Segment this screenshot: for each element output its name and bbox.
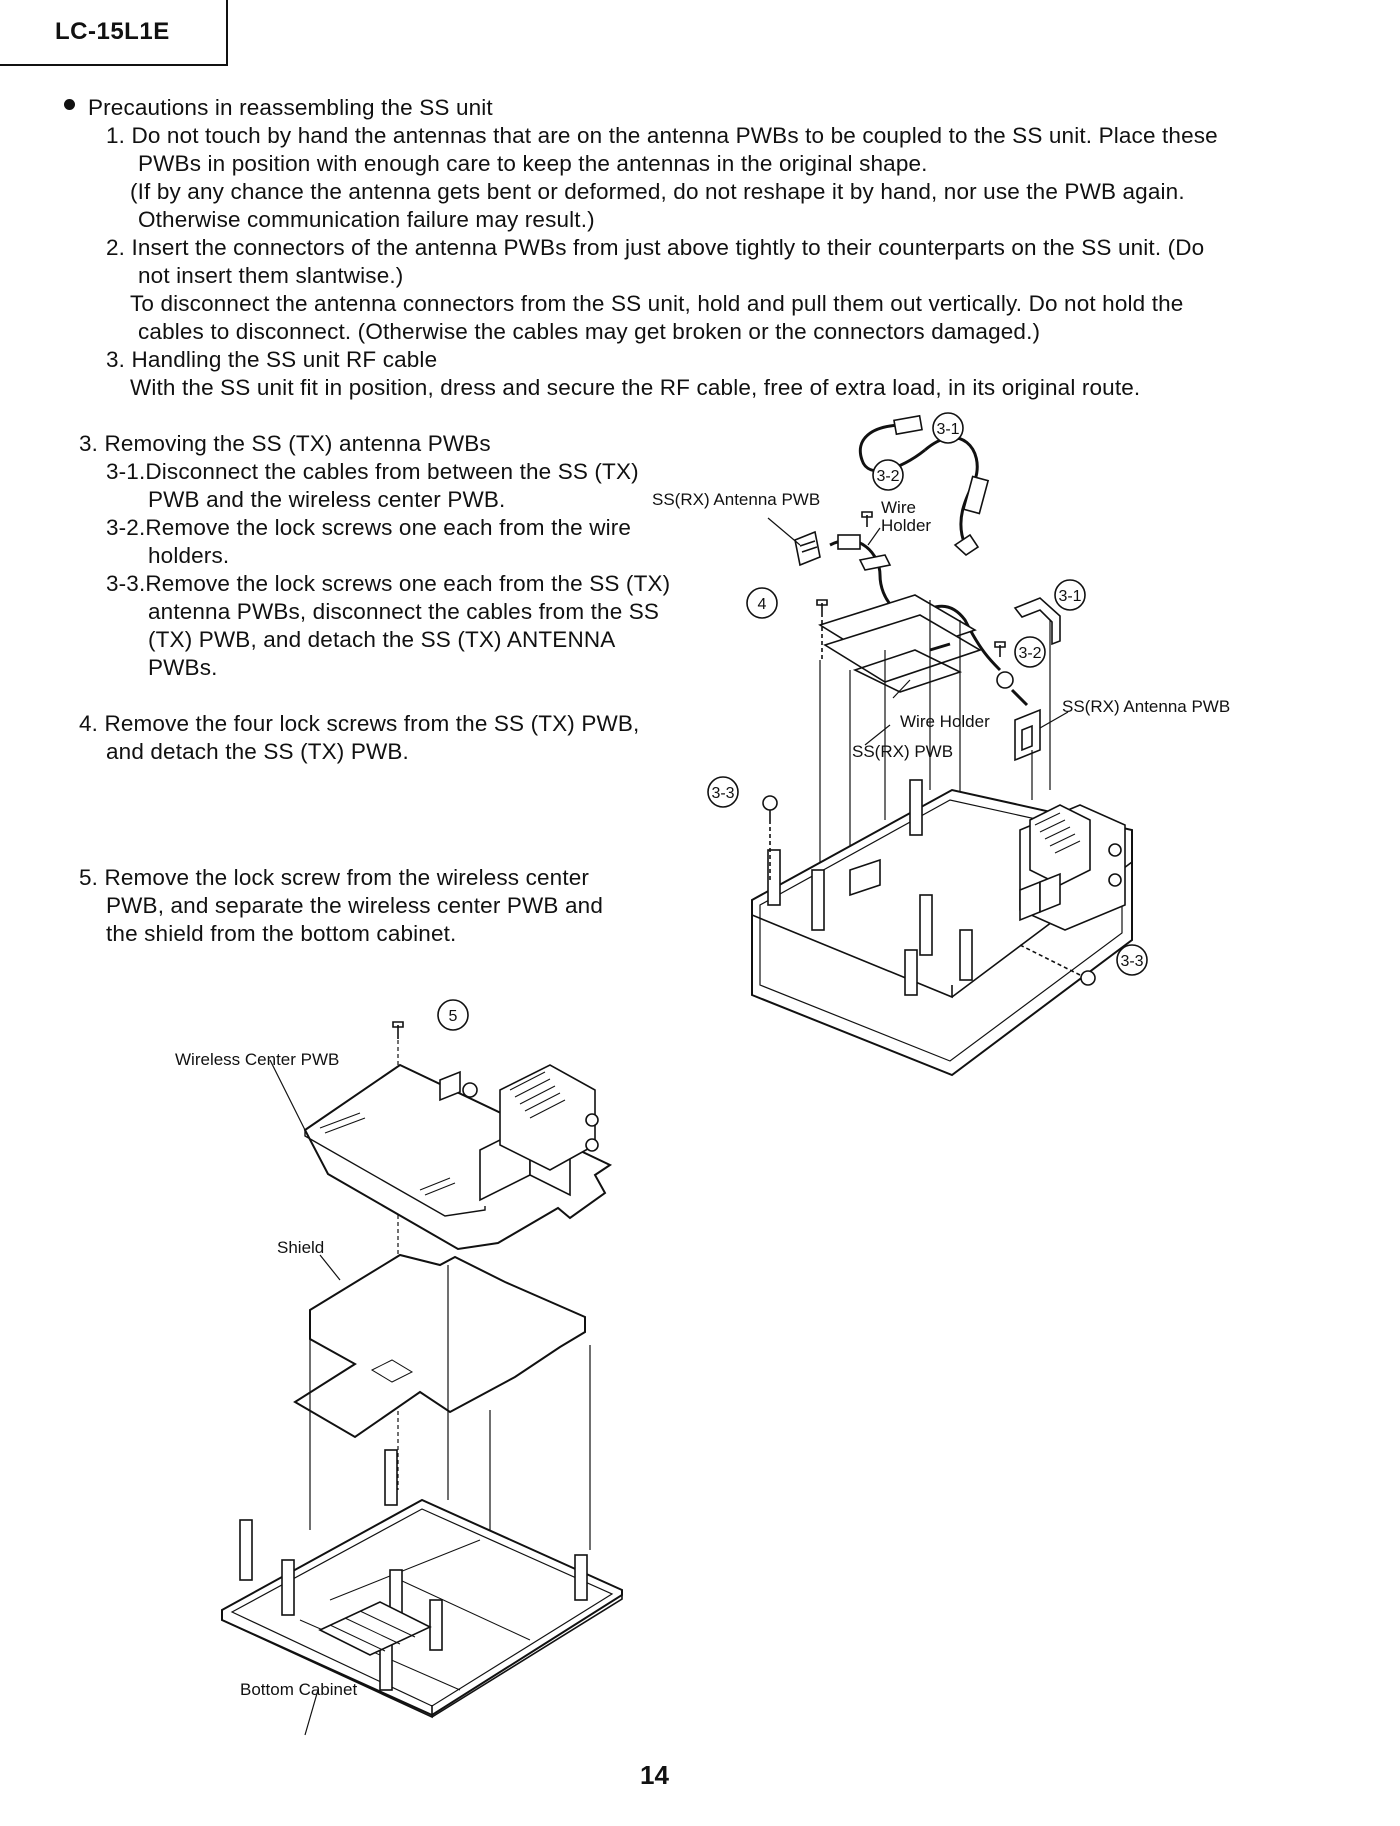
callout-3-2: 3-2 <box>876 468 899 485</box>
label-bottom-cabinet: Bottom Cabinet <box>240 1680 358 1699</box>
step-3-title: 3. Removing the SS (TX) antenna PWBs <box>79 431 491 456</box>
label-shield: Shield <box>277 1238 325 1257</box>
model-tag: LC-15L1E <box>0 0 228 66</box>
precaution-line: With the SS unit fit in position, dress … <box>130 375 1141 400</box>
callout-4: 4 <box>758 596 767 613</box>
label-wireless-center-pwb: Wireless Center PWB <box>175 1050 340 1069</box>
step-3-2-cont: holders. <box>148 543 230 568</box>
callout-3-1: 3-1 <box>936 421 959 438</box>
label-ss-rx-antenna-pwb: SS(RX) Antenna PWB <box>1062 697 1231 716</box>
precautions-title: Precautions in reassembling the SS unit <box>88 95 493 120</box>
label-ss-rx-antenna-pwb: SS(RX) Antenna PWB <box>652 490 821 509</box>
page-number: 14 <box>640 1760 669 1790</box>
callout-3-1: 3-1 <box>1058 588 1081 605</box>
precaution-line: 3. Handling the SS unit RF cable <box>106 347 438 372</box>
step-4: 4. Remove the four lock screws from the … <box>79 711 640 736</box>
precaution-line: To disconnect the antenna connectors fro… <box>130 291 1184 316</box>
precaution-line: not insert them slantwise.) <box>138 263 404 288</box>
step-3-1: 3-1.Disconnect the cables from between t… <box>106 459 639 484</box>
label-ss-rx-pwb: SS(RX) PWB <box>852 742 954 761</box>
step-3-3-cont: (TX) PWB, and detach the SS (TX) ANTENNA <box>148 627 616 652</box>
callout-3-3: 3-3 <box>711 785 734 802</box>
step-3-2: 3-2.Remove the lock screws one each from… <box>106 515 632 540</box>
precaution-line: (If by any chance the antenna gets bent … <box>130 179 1185 204</box>
model-number: LC-15L1E <box>55 18 170 45</box>
step-5-cont: PWB, and separate the wireless center PW… <box>106 893 603 918</box>
label-wire-holder: Holder <box>881 516 932 535</box>
label-wire-holder: Wire Holder <box>900 712 990 731</box>
callout-3-2: 3-2 <box>1018 645 1041 662</box>
step-3-3-cont: PWBs. <box>148 655 218 680</box>
step-3-1-cont: PWB and the wireless center PWB. <box>148 487 506 512</box>
precaution-line: 2. Insert the connectors of the antenna … <box>106 235 1205 260</box>
precaution-line: PWBs in position with enough care to kee… <box>138 151 928 176</box>
step-3-3-cont: antenna PWBs, disconnect the cables from… <box>148 599 660 624</box>
step-5: 5. Remove the lock screw from the wirele… <box>79 865 590 890</box>
precaution-line: cables to disconnect. (Otherwise the cab… <box>138 319 1041 344</box>
precaution-line: 1. Do not touch by hand the antennas tha… <box>106 123 1218 148</box>
label-wire-holder: Wire <box>881 498 916 517</box>
step-5-cont: the shield from the bottom cabinet. <box>106 921 457 946</box>
step-3-3: 3-3.Remove the lock screws one each from… <box>106 571 671 596</box>
callout-3-3: 3-3 <box>1120 953 1143 970</box>
callout-5: 5 <box>449 1008 458 1025</box>
step-4-cont: and detach the SS (TX) PWB. <box>106 739 409 764</box>
precaution-line: Otherwise communication failure may resu… <box>138 207 595 232</box>
bullet-icon <box>64 99 75 110</box>
